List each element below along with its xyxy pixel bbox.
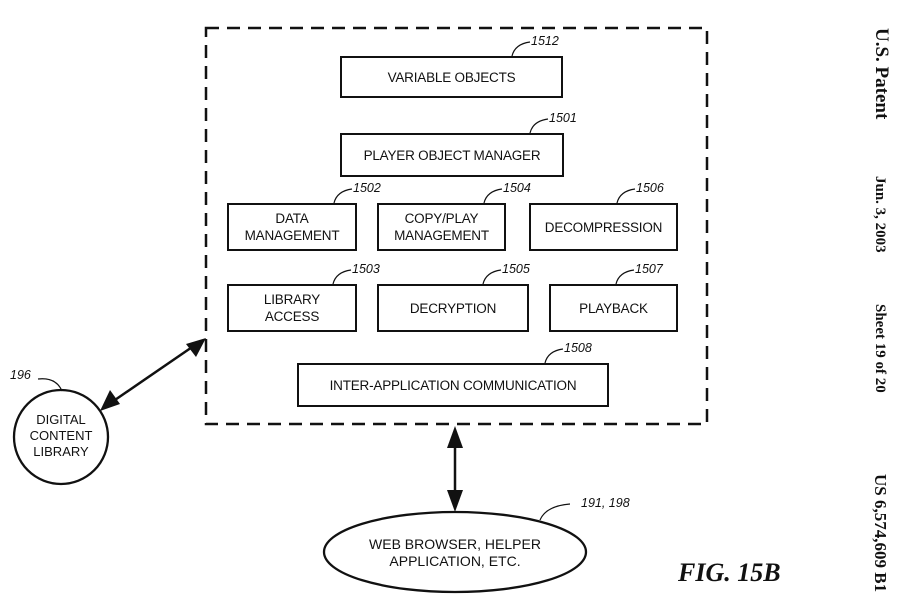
dcl-line1: DIGITAL [36,412,86,427]
ref-1501: 1501 [549,111,577,125]
leader-1501 [529,118,549,134]
ref-1512: 1512 [531,34,559,48]
player-boundary-dashed [204,26,709,426]
variable-objects-box: VARIABLE OBJECTS [340,56,563,98]
ref-1503: 1503 [352,262,380,276]
leader-191-198 [539,503,571,521]
leader-1505 [482,269,502,285]
leader-1507 [615,269,635,285]
dcl-line3: LIBRARY [33,444,89,459]
data-management-line2: MANAGEMENT [244,228,340,243]
leader-1502 [333,188,353,204]
arrowhead-top [447,426,463,448]
web-browser-text: WEB BROWSER, HELPER APPLICATION, ETC. [334,536,576,570]
arrowhead-player-end [186,338,206,357]
arrowhead-bottom [447,490,463,512]
decompression-box: DECOMPRESSION [529,203,678,251]
dcl-line2: CONTENT [29,428,93,443]
patent-date: Jun. 3, 2003 [872,176,888,253]
inter-application-communication-label: INTER-APPLICATION COMMUNICATION [329,377,577,393]
ref-1505: 1505 [502,262,530,276]
variable-objects-label: VARIABLE OBJECTS [387,69,516,85]
data-management-box: DATA MANAGEMENT [227,203,357,251]
patent-label: U.S. Patent [871,28,892,120]
inter-application-communication-box: INTER-APPLICATION COMMUNICATION [297,363,609,407]
leader-1506 [616,188,636,204]
library-access-line2: ACCESS [264,309,320,324]
digital-content-library-text: DIGITAL CONTENT LIBRARY [14,412,108,460]
ref-1506: 1506 [636,181,664,195]
leader-1504 [483,188,503,204]
sheet-number: Sheet 19 of 20 [872,304,888,393]
web-browser-line2: APPLICATION, ETC. [389,553,521,569]
player-object-manager-box: PLAYER OBJECT MANAGER [340,133,564,177]
ref-196: 196 [10,368,31,382]
data-management-line1: DATA [275,211,309,226]
patent-number: US 6,574,609 B1 [871,474,890,593]
ref-1502: 1502 [353,181,381,195]
copy-play-management-box: COPY/PLAY MANAGEMENT [377,203,506,251]
figure-label: FIG. 15B [678,558,781,587]
arrow-library-to-player [111,341,199,404]
ref-191-198: 191, 198 [581,496,630,510]
leader-1508 [544,348,564,364]
leader-196 [37,378,63,392]
decompression-label: DECOMPRESSION [544,219,663,235]
web-browser-line1: WEB BROWSER, HELPER [369,536,541,552]
player-object-manager-label: PLAYER OBJECT MANAGER [363,147,541,163]
arrowhead-library-end [100,390,120,411]
ref-1504: 1504 [503,181,531,195]
ref-1507: 1507 [635,262,663,276]
playback-label: PLAYBACK [579,300,648,316]
leader-1512 [511,41,531,57]
library-access-line1: LIBRARY [263,292,321,307]
ref-1508: 1508 [564,341,592,355]
digital-content-library-node [12,388,110,486]
decryption-box: DECRYPTION [377,284,529,332]
library-access-box: LIBRARY ACCESS [227,284,357,332]
copy-play-management-line2: MANAGEMENT [394,228,489,243]
copy-play-management-line1: COPY/PLAY [404,211,479,226]
playback-box: PLAYBACK [549,284,678,332]
decryption-label: DECRYPTION [409,300,497,316]
leader-1503 [332,269,352,285]
